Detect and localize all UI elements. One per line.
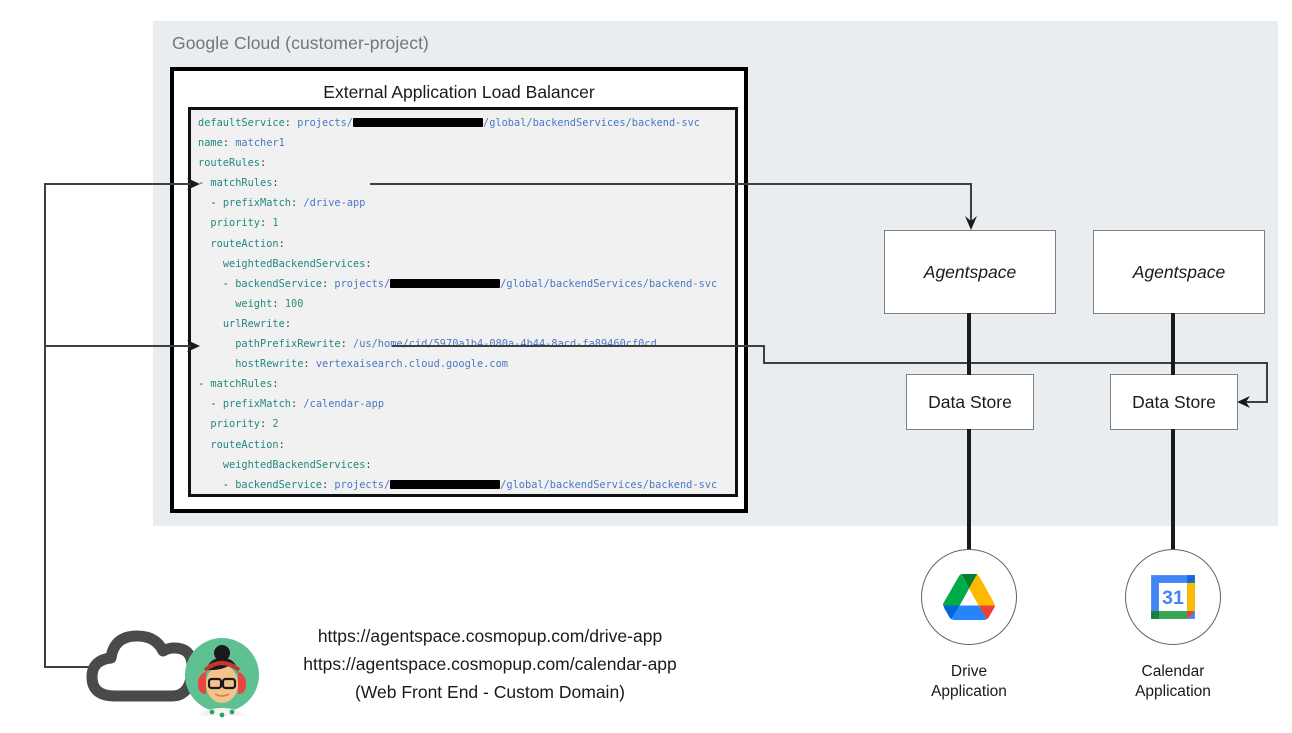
datastore-left-box[interactable]: Data Store xyxy=(906,374,1034,430)
arrowhead-datastore-right xyxy=(1237,396,1250,408)
calendar-app-url[interactable]: https://agentspace.cosmopup.com/calendar… xyxy=(303,654,677,674)
yaml-line: - prefixMatch: /calendar-app xyxy=(198,398,385,411)
yaml-line: pathPrefixRewrite: /us/home/cid/5970a1b4… xyxy=(235,338,657,351)
yaml-line: hostRewrite: vertexaisearch.cloud.google… xyxy=(235,358,508,371)
calendar-day-number: 31 xyxy=(1162,587,1184,609)
yaml-line: priority: 2 xyxy=(210,418,279,431)
yaml-line: routeAction: xyxy=(210,438,285,451)
client-url-block: https://agentspace.cosmopup.com/drive-ap… xyxy=(275,622,705,706)
yaml-line: - matchRules: xyxy=(198,378,279,391)
arrowhead-calendar-rule xyxy=(187,340,200,352)
agentspace-left-box[interactable]: Agentspace xyxy=(884,230,1056,314)
google-drive-icon xyxy=(943,574,995,620)
google-calendar-icon: 31 xyxy=(1151,575,1195,619)
datastore-left-label: Data Store xyxy=(928,391,1012,412)
connector-calendar-rule-to-datastore-jog xyxy=(763,345,765,363)
connector-calendar-rule-to-datastore-h1 xyxy=(392,345,764,347)
connector-agentspace-right-to-datastore-right xyxy=(1171,313,1175,375)
yaml-line: priority: 1 xyxy=(210,217,279,230)
calendar-application-caption: Calendar Application xyxy=(1135,663,1211,700)
connector-client-to-calendar-rule-horizontal xyxy=(44,345,196,347)
yaml-line: - backendService: projects//global/backe… xyxy=(198,277,718,290)
connector-datastore-left-to-drive-app xyxy=(967,429,971,556)
connector-datastore-right-to-calendar-app xyxy=(1171,429,1175,556)
yaml-line: - matchRules: xyxy=(198,177,279,190)
datastore-right-label: Data Store xyxy=(1132,391,1216,412)
yaml-line: - prefixMatch: /drive-app xyxy=(198,197,366,210)
google-cloud-panel-label: Google Cloud (customer-project) xyxy=(172,33,429,53)
connector-client-bottom-horizontal xyxy=(44,666,89,668)
yaml-line: name: matcher1 xyxy=(198,137,285,150)
connector-calendar-rule-to-datastore-h2 xyxy=(763,362,1268,364)
yaml-line: defaultService: projects//global/backend… xyxy=(198,117,700,129)
connector-calendar-rule-to-datastore-h3 xyxy=(1245,401,1268,403)
yaml-line: weight: 101 xyxy=(198,495,717,497)
agentspace-right-box[interactable]: Agentspace xyxy=(1093,230,1265,314)
agentspace-left-label: Agentspace xyxy=(923,261,1017,282)
connector-drive-rule-to-agentspace-vertical xyxy=(970,183,972,223)
drive-application-circle[interactable] xyxy=(921,549,1017,645)
drive-application-caption: Drive Application xyxy=(931,663,1007,700)
yaml-line: urlRewrite: xyxy=(222,317,292,330)
datastore-right-box[interactable]: Data Store xyxy=(1110,374,1238,430)
yaml-code-lines: defaultService: projects//global/backend… xyxy=(198,113,718,497)
connector-calendar-rule-to-datastore-down xyxy=(1266,362,1268,402)
connector-client-to-drive-rule-horizontal xyxy=(44,183,196,185)
yaml-line: weightedBackendServices: xyxy=(222,458,372,471)
url-map-yaml-code-block: defaultService: projects//global/backend… xyxy=(188,107,738,497)
user-avatar-icon xyxy=(185,638,259,718)
web-front-end-note: (Web Front End - Custom Domain) xyxy=(354,682,626,702)
yaml-line: routeRules: xyxy=(198,157,267,170)
yaml-line: routeAction: xyxy=(210,237,285,250)
drive-app-url[interactable]: https://agentspace.cosmopup.com/drive-ap… xyxy=(317,626,663,646)
arrowhead-drive-rule xyxy=(187,178,200,190)
yaml-line: weight: 100 xyxy=(235,297,304,310)
external-application-load-balancer-box: External Application Load Balancer defau… xyxy=(170,67,748,513)
connector-agentspace-left-to-datastore-left xyxy=(967,313,971,375)
connector-drive-rule-to-agentspace-horizontal xyxy=(370,183,972,185)
agentspace-right-label: Agentspace xyxy=(1132,261,1226,282)
arrowhead-agentspace-left xyxy=(965,216,977,230)
connector-client-to-calendar-rule-vertical xyxy=(44,345,46,667)
yaml-line: weightedBackendServices: xyxy=(222,257,372,270)
calendar-application-circle[interactable]: 31 xyxy=(1125,549,1221,645)
load-balancer-title: External Application Load Balancer xyxy=(323,82,595,102)
yaml-line: - backendService: projects//global/backe… xyxy=(198,478,718,491)
